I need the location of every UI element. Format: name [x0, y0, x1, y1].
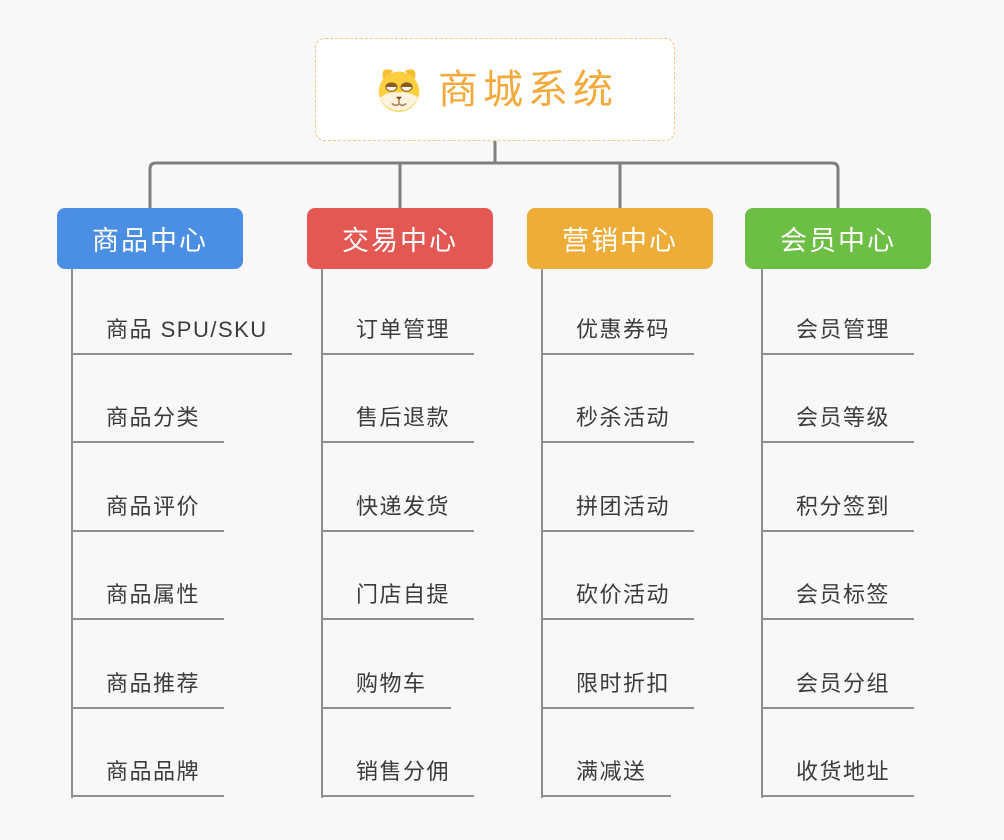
branch-items-marketing-center: 优惠券码 秒杀活动 拼团活动 砍价活动 限时折扣 满减送 — [542, 266, 695, 797]
leaf-node[interactable]: 商品属性 — [72, 577, 225, 620]
branch-trunk-line — [761, 269, 763, 798]
leaf-node[interactable]: 会员标签 — [762, 577, 915, 620]
branch-node-trade-center[interactable]: 交易中心 — [307, 208, 493, 269]
leaf-node[interactable]: 订单管理 — [322, 312, 475, 355]
branch-node-product-center[interactable]: 商品中心 — [57, 208, 243, 269]
branch-trunk-line — [71, 269, 73, 798]
leaf-node[interactable]: 限时折扣 — [542, 666, 695, 709]
leaf-node[interactable]: 会员管理 — [762, 312, 915, 355]
leaf-node[interactable]: 秒杀活动 — [542, 400, 695, 443]
branch-node-marketing-center[interactable]: 营销中心 — [527, 208, 713, 269]
leaf-node[interactable]: 优惠券码 — [542, 312, 695, 355]
leaf-node[interactable]: 商品品牌 — [72, 754, 225, 797]
leaf-node[interactable]: 商品评价 — [72, 489, 225, 532]
leaf-node[interactable]: 快递发货 — [322, 489, 475, 532]
leaf-node[interactable]: 会员等级 — [762, 400, 915, 443]
branch-trunk-line — [321, 269, 323, 798]
leaf-node[interactable]: 销售分佣 — [322, 754, 475, 797]
leaf-node[interactable]: 门店自提 — [322, 577, 475, 620]
leaf-node[interactable]: 积分签到 — [762, 489, 915, 532]
branch-items-product-center: 商品 SPU/SKU 商品分类 商品评价 商品属性 商品推荐 商品品牌 — [72, 266, 292, 797]
branch-items-member-center: 会员管理 会员等级 积分签到 会员标签 会员分组 收货地址 — [762, 266, 915, 797]
leaf-node[interactable]: 购物车 — [322, 666, 451, 709]
leaf-node[interactable]: 商品推荐 — [72, 666, 225, 709]
leaf-node[interactable]: 砍价活动 — [542, 577, 695, 620]
branch-node-member-center[interactable]: 会员中心 — [745, 208, 931, 269]
branch-trunk-line — [541, 269, 543, 798]
branch-items-trade-center: 订单管理 售后退款 快递发货 门店自提 购物车 销售分佣 — [322, 266, 475, 797]
leaf-node[interactable]: 商品 SPU/SKU — [72, 312, 292, 355]
leaf-node[interactable]: 满减送 — [542, 754, 671, 797]
root-title: 商城系统 — [438, 67, 618, 112]
dog-face-icon — [378, 68, 420, 112]
leaf-node[interactable]: 收货地址 — [762, 754, 915, 797]
leaf-node[interactable]: 商品分类 — [72, 400, 225, 443]
leaf-node[interactable]: 拼团活动 — [542, 489, 695, 532]
root-node[interactable]: 商城系统 — [315, 38, 675, 141]
leaf-node[interactable]: 售后退款 — [322, 400, 475, 443]
tree-connector-lines — [148, 140, 840, 209]
leaf-node[interactable]: 会员分组 — [762, 666, 915, 709]
